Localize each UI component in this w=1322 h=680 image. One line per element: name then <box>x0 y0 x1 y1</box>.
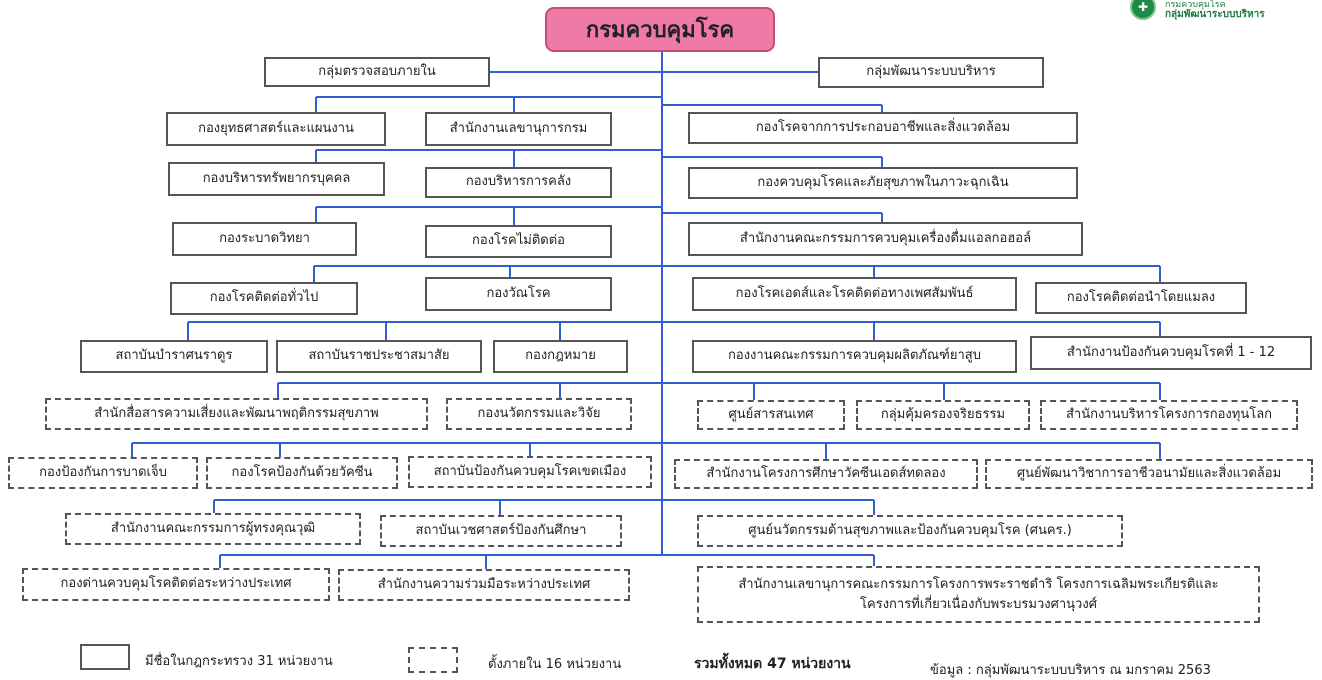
unit-quarantine: กองด่านควบคุมโรคติดต่อระหว่างประเทศ <box>22 568 330 601</box>
unit-general-cd: กองโรคติดต่อทั่วไป <box>170 282 358 315</box>
unit-innovation-center: ศูนย์นวัตกรรมด้านสุขภาพและป้องกันควบคุมโ… <box>697 515 1123 547</box>
unit-vpd: กองโรคป้องกันด้วยวัคซีน <box>206 457 398 489</box>
unit-internal-audit: กลุ่มตรวจสอบภายใน <box>264 57 490 87</box>
legend-solid-swatch <box>80 644 130 670</box>
unit-aids-sti: กองโรคเอดส์และโรคติดต่อทางเพศสัมพันธ์ <box>692 277 1017 311</box>
logo: ✚ กรมควบคุมโรค กลุ่มพัฒนาระบบบริหาร <box>1127 0 1322 26</box>
unit-urban: สถาบันป้องกันควบคุมโรคเขตเมือง <box>408 456 652 488</box>
unit-occ-academic: ศูนย์พัฒนาวิชาการอาชีวอนามัยและสิ่งแวดล้… <box>985 459 1313 489</box>
unit-vector: กองโรคติดต่อนำโดยแมลง <box>1035 282 1247 314</box>
unit-legal: กองกฎหมาย <box>493 340 628 373</box>
logo-top-text: กรมควบคุมโรค <box>1165 0 1226 10</box>
unit-bamrasnaradura: สถาบันบำราศนราดูร <box>80 340 268 373</box>
unit-odpc: สำนักงานป้องกันควบคุมโรคที่ 1 - 12 <box>1030 336 1312 370</box>
data-source: ข้อมูล : กลุ่มพัฒนาระบบบริหาร ณ มกราคม 2… <box>930 663 1211 678</box>
unit-finance: กองบริหารการคลัง <box>425 167 612 198</box>
logo-text: กลุ่มพัฒนาระบบบริหาร <box>1165 9 1265 20</box>
unit-royal-projects-line-1: สำนักงานเลขานุการคณะกรรมการโครงการพระราช… <box>738 577 1219 592</box>
unit-global-fund: สำนักงานบริหารโครงการกองทุนโลก <box>1040 400 1298 430</box>
unit-ncd: กองโรคไม่ติดต่อ <box>425 225 612 258</box>
unit-emergency: กองควบคุมโรคและภัยสุขภาพในภาวะฉุกเฉิน <box>688 167 1078 199</box>
unit-qualified-committee: สำนักงานคณะกรรมการผู้ทรงคุณวุฒิ <box>65 513 361 545</box>
unit-royal-projects: สำนักงานเลขานุการคณะกรรมการโครงการพระราช… <box>697 566 1260 623</box>
unit-it-center: ศูนย์สารสนเทศ <box>697 400 845 430</box>
unit-risk-comm: สำนักสื่อสารความเสี่ยงและพัฒนาพฤติกรรมสุ… <box>45 398 428 430</box>
ddc-emblem-icon: ✚ <box>1130 0 1156 20</box>
unit-injury: กองป้องกันการบาดเจ็บ <box>8 457 198 489</box>
unit-prev-med: สถาบันเวชศาสตร์ป้องกันศึกษา <box>380 515 622 547</box>
unit-alcohol: สำนักงานคณะกรรมการควบคุมเครื่องดื่มแอลกอ… <box>688 222 1083 256</box>
legend-solid-text: มีชื่อในกฎกระทรวง 31 หน่วยงาน <box>145 654 333 669</box>
unit-admin-dev: กลุ่มพัฒนาระบบบริหาร <box>818 57 1044 88</box>
unit-innovation: กองนวัตกรรมและวิจัย <box>446 398 632 430</box>
unit-tobacco: กองงานคณะกรรมการควบคุมผลิตภัณฑ์ยาสูบ <box>692 340 1017 373</box>
unit-occupational: กองโรคจากการประกอบอาชีพและสิ่งแวดล้อม <box>688 112 1078 144</box>
unit-tb: กองวัณโรค <box>425 277 612 311</box>
unit-prasat: สถาบันราชประชาสมาสัย <box>276 340 482 373</box>
legend-dashed-text: ตั้งภายใน 16 หน่วยงาน <box>488 657 622 672</box>
legend-total: รวมทั้งหมด 47 หน่วยงาน <box>694 656 851 672</box>
unit-epidemiology: กองระบาดวิทยา <box>172 222 357 256</box>
unit-intl-coop: สำนักงานความร่วมมือระหว่างประเทศ <box>338 569 630 601</box>
unit-secretary: สำนักงานเลขานุการกรม <box>425 112 612 146</box>
unit-royal-projects-line-2: โครงการที่เกี่ยวเนื่องกับพระบรมวงศานุวงศ… <box>860 596 1097 612</box>
unit-strategy: กองยุทธศาสตร์และแผนงาน <box>166 112 386 146</box>
unit-aids-vaccine: สำนักงานโครงการศึกษาวัคซีนเอดส์ทดลอง <box>674 459 978 489</box>
org-title: กรมควบคุมโรค <box>545 7 775 52</box>
legend-dashed-swatch <box>408 647 458 673</box>
unit-ethics: กลุ่มคุ้มครองจริยธรรม <box>856 400 1030 430</box>
unit-hr: กองบริหารทรัพยากรบุคคล <box>168 162 385 196</box>
